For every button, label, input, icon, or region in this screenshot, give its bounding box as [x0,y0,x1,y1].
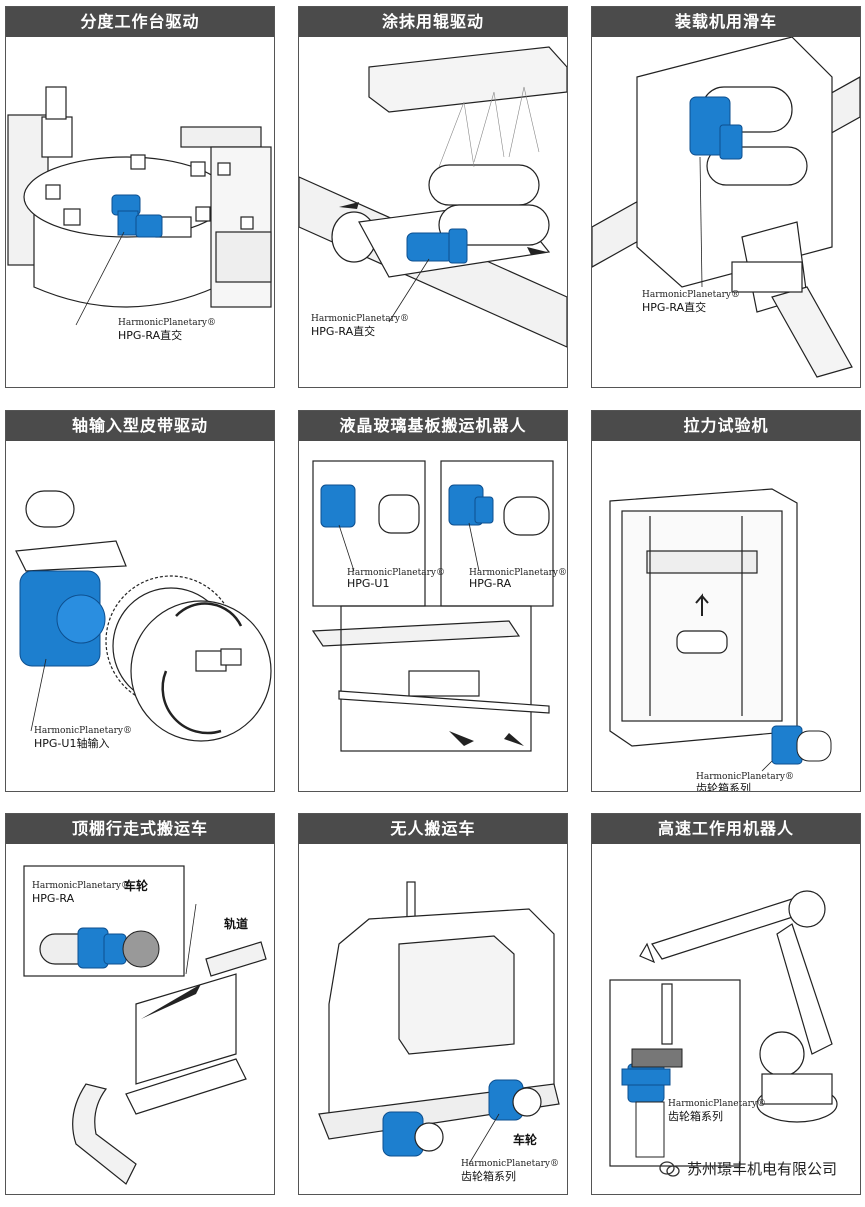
model-label: HPG-RA [32,892,75,905]
panel-belt-drive: 轴输入型皮带驱动 HarmonicPlanetary® HPG-U1轴输入 [5,410,275,792]
gearbox-highlight [382,1079,524,1157]
watermark-text: 苏州璟丰机电有限公司 [686,1160,837,1178]
wechat-icon [659,1160,680,1177]
lcd-robot-illustration: HarmonicPlanetary® HPG-U1 HarmonicPlanet… [311,460,567,752]
panel-title: 液晶玻璃基板搬运机器人 [299,411,567,441]
panel-title: 无人搬运车 [299,814,567,844]
panel-title: 拉力试验机 [592,411,860,441]
gearbox-highlight [689,96,743,160]
panel-title: 轴输入型皮带驱动 [6,411,274,441]
panel-roller-drive: 涂抹用辊驱动 HarmonicPlanetary® HPG-RA直交 [298,6,568,388]
brand-label: HarmonicPlanetary® [311,314,409,324]
panel-overhead-carrier: 顶棚行走式搬运车 HarmonicPlanetary® HPG-RA 车轮 轨道 [5,813,275,1195]
model-label: HPG-U1轴输入 [34,736,109,750]
agv-illustration: 车轮 HarmonicPlanetary® 齿轮箱系列 [318,881,560,1183]
tensile-tester-illustration: HarmonicPlanetary® 齿轮箱系列 [609,488,832,791]
wheel-label: 车轮 [124,878,149,893]
brand-label: HarmonicPlanetary® [469,568,567,578]
panel-title: 分度工作台驱动 [6,7,274,37]
brand-label: HarmonicPlanetary® [347,568,445,578]
model-label: HPG-RA直交 [642,300,706,314]
gearbox-highlight [406,228,468,264]
model-label: HPG-RA直交 [118,328,182,342]
indexing-table-illustration: HarmonicPlanetary® HPG-RA直交 [7,86,272,342]
high-speed-robot-illustration: HarmonicPlanetary® 齿轮箱系列 [609,890,838,1167]
panel-lcd-transfer-robot: 液晶玻璃基板搬运机器人 HarmonicPlanetary® HPG-U1 Ha… [298,410,568,792]
panel-title: 装载机用滑车 [592,7,860,37]
wheel-label: 车轮 [513,1132,538,1147]
brand-label: HarmonicPlanetary® [668,1099,766,1109]
belt-drive-illustration: HarmonicPlanetary® HPG-U1轴输入 [15,490,272,750]
brand-label: HarmonicPlanetary® [696,772,794,782]
panel-title: 涂抹用辊驱动 [299,7,567,37]
brand-label: HarmonicPlanetary® [118,318,216,328]
panel-title: 顶棚行走式搬运车 [6,814,274,844]
model-label: HPG-U1 [347,577,389,590]
gearbox-highlight [19,570,106,667]
panel-tensile-tester: 拉力试验机 HarmonicPlanetary® 齿轮箱系列 [591,410,861,792]
brand-label: HarmonicPlanetary® [34,726,132,736]
model-label: 齿轮箱系列 [696,781,751,791]
brand-label: HarmonicPlanetary® [32,881,130,891]
model-label: HPG-RA [469,577,512,590]
brand-label: HarmonicPlanetary® [642,290,740,300]
rail-label: 轨道 [224,916,248,931]
brand-label: HarmonicPlanetary® [461,1159,559,1169]
roller-drive-illustration: HarmonicPlanetary® HPG-RA直交 [299,46,567,348]
watermark: 苏州璟丰机电有限公司 [659,1158,837,1179]
panel-high-speed-robot: 高速工作用机器人 HarmonicPlanetary® 齿轮箱系列 [591,813,861,1195]
loader-carriage-illustration: HarmonicPlanetary® HPG-RA直交 [592,37,860,378]
panel-title: 高速工作用机器人 [592,814,860,844]
gearbox-highlight [621,1063,671,1103]
model-label: 齿轮箱系列 [668,1109,723,1123]
panel-loader-carriage: 装载机用滑车 HarmonicPlanetary® HPG-RA直交 [591,6,861,388]
gearbox-highlight [111,194,163,238]
gearbox-highlight [320,484,494,528]
model-label: HPG-RA直交 [311,324,375,338]
gearbox-highlight [77,927,160,969]
panel-indexing-table: 分度工作台驱动 HarmonicPlanetary® HPG- [5,6,275,388]
gearbox-highlight [771,725,832,765]
overhead-carrier-illustration: HarmonicPlanetary® HPG-RA 车轮 轨道 [23,865,267,1185]
panel-agv: 无人搬运车 车轮 HarmonicPlanetary® 齿轮箱系列 [298,813,568,1195]
model-label: 齿轮箱系列 [461,1169,516,1183]
